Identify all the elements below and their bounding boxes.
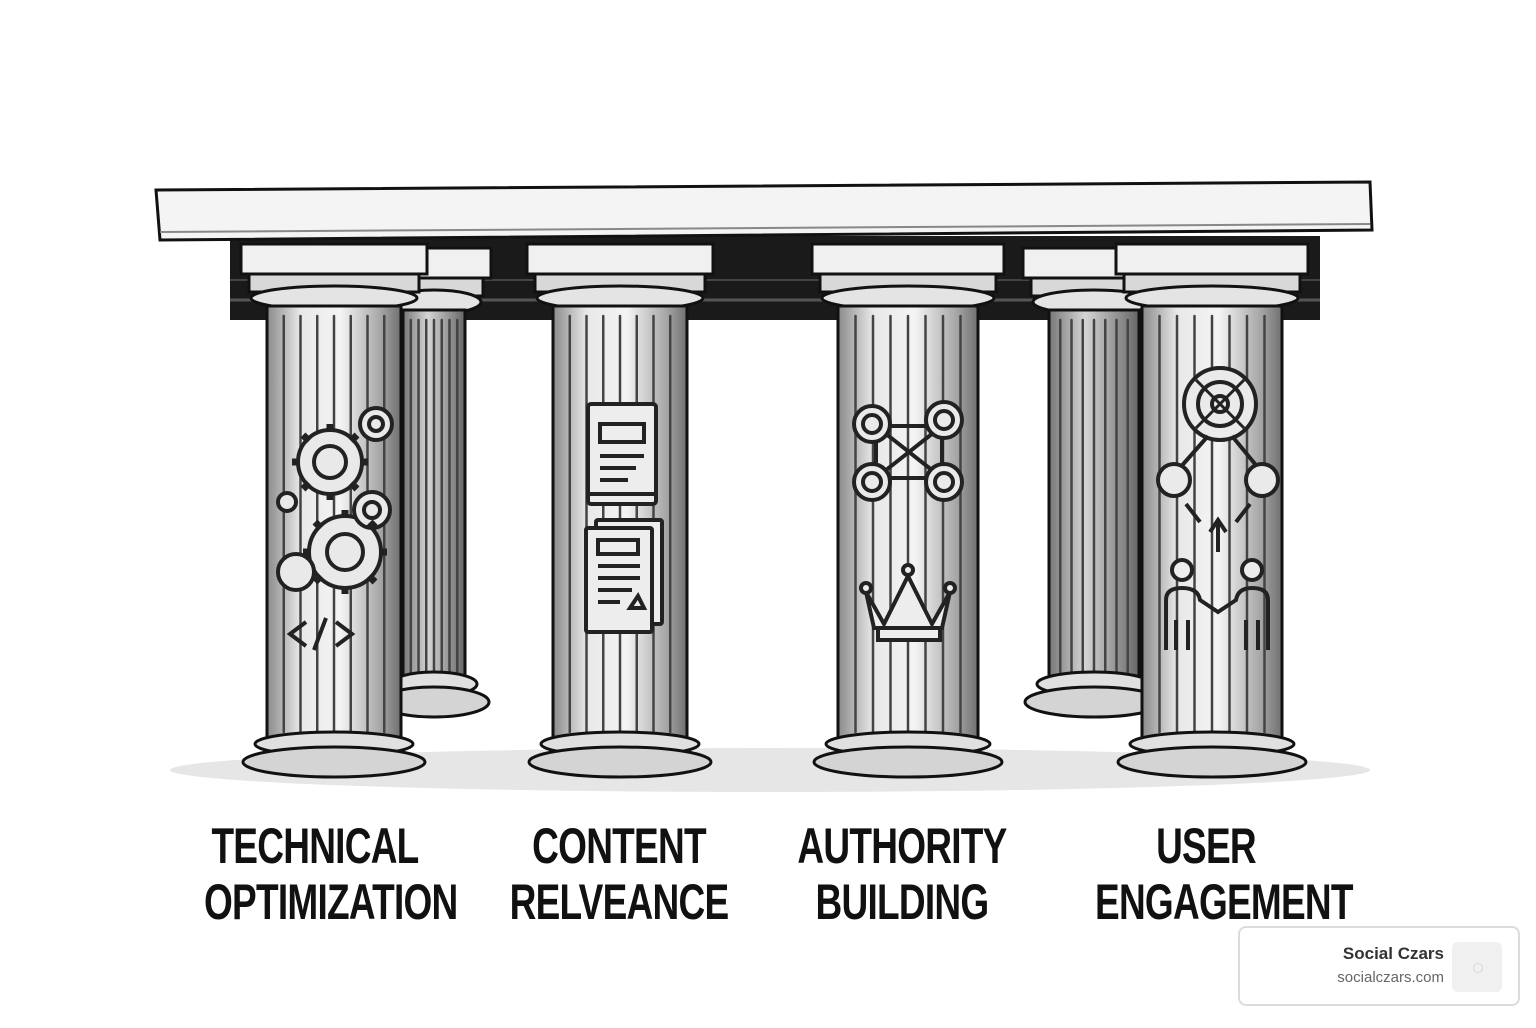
- pillar-authority: [812, 244, 1004, 777]
- watermark-name: Social Czars: [1343, 944, 1444, 964]
- watermark-url: socialczars.com: [1337, 969, 1444, 986]
- label-technical-optimization: TECHNICAL OPTIMIZATION: [204, 818, 426, 930]
- watermark-logo-icon: [1452, 942, 1502, 992]
- label-user-engagement: USER ENGAGEMENT: [1095, 818, 1317, 930]
- label-line: CONTENT: [508, 818, 730, 874]
- pillar-content: [527, 244, 713, 777]
- watermark-card[interactable]: Social Czars socialczars.com: [1238, 926, 1520, 1006]
- label-line: BUILDING: [791, 874, 1013, 930]
- label-content-relevance: CONTENT RELVEANCE: [508, 818, 730, 930]
- label-line: USER: [1095, 818, 1317, 874]
- label-authority-building: AUTHORITY BUILDING: [791, 818, 1013, 930]
- label-line: AUTHORITY: [791, 818, 1013, 874]
- book-icon: [588, 404, 656, 504]
- label-line: TECHNICAL: [204, 818, 426, 874]
- label-line: ENGAGEMENT: [1095, 874, 1317, 930]
- document-icon: [586, 520, 662, 632]
- label-line: RELVEANCE: [508, 874, 730, 930]
- label-line: OPTIMIZATION: [204, 874, 426, 930]
- pillar-technical: [241, 244, 427, 777]
- pillar-engagement: [1116, 244, 1308, 777]
